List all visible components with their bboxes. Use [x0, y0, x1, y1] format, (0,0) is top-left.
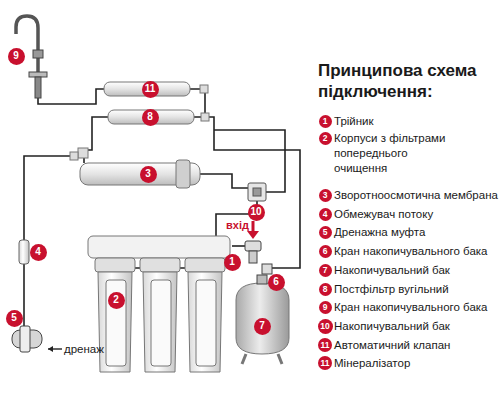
callout-text: 10	[250, 207, 261, 217]
callout-text: 3	[323, 191, 328, 200]
callout-text: 4	[35, 247, 41, 257]
callout-text: 10	[320, 322, 329, 331]
callout-number: 10	[318, 319, 333, 334]
part-name: Автоматичний клапан	[334, 338, 450, 353]
callout-number: 2	[108, 292, 125, 309]
callout-text: 2	[323, 134, 328, 143]
part-name: Зворотноосмотична мембрана	[334, 188, 498, 203]
callout-number: 1	[224, 254, 241, 271]
callout-number: 9	[319, 301, 332, 314]
callout-number: 5	[6, 310, 23, 327]
callout-text: 7	[259, 321, 265, 331]
part-name: Постфільтр вугільний	[334, 282, 449, 297]
callout-number: 6	[319, 245, 332, 258]
callout-text: 1	[323, 117, 328, 126]
callout-number: 10	[248, 204, 265, 221]
part-name: Дренажна муфта	[334, 225, 425, 240]
callout-number: 11	[318, 356, 332, 370]
callout-number: 1	[319, 115, 332, 128]
part-name: Мінералізатор	[334, 356, 410, 371]
callout-number: 2	[319, 132, 332, 145]
callout-text: 5	[11, 313, 17, 323]
callout-number: 11	[142, 81, 159, 98]
storage-tank	[236, 264, 289, 364]
auto-valve	[248, 183, 266, 201]
callout-number: 3	[140, 166, 157, 183]
callout-number: 9	[8, 48, 25, 65]
callout-number: 8	[142, 109, 159, 126]
flow-label: дренаж	[64, 342, 104, 357]
callout-text: 6	[323, 247, 328, 256]
callout-number: 8	[319, 283, 332, 296]
callout-number: 6	[268, 274, 285, 291]
callout-text: 2	[113, 295, 119, 305]
membrane-housing	[70, 148, 200, 188]
part-name: Трійник	[334, 114, 374, 129]
callout-text: 8	[147, 112, 153, 122]
callout-text: 8	[323, 285, 328, 294]
callout-number: 4	[319, 208, 332, 221]
flow-restrictor	[19, 240, 29, 264]
callout-number: 7	[319, 264, 332, 277]
callout-text: 11	[321, 359, 330, 368]
part-name: Обмежувач потоку	[334, 207, 433, 222]
callout-text: 7	[323, 266, 328, 275]
drain-clamp	[12, 326, 62, 352]
callout-number: 11	[318, 338, 332, 352]
part-name: Кран накопичувального бака	[334, 300, 488, 315]
tee	[245, 241, 261, 263]
callout-text: 11	[321, 341, 330, 350]
callout-text: 4	[323, 210, 328, 219]
callout-text: 11	[145, 84, 156, 94]
callout-text: 3	[145, 169, 151, 179]
part-name: Корпуси з фільтрами попереднього очищенн…	[334, 131, 459, 176]
filter-bank	[88, 236, 230, 372]
callout-number: 5	[319, 226, 332, 239]
part-name: Кран накопичувального бака	[334, 244, 488, 259]
callout-text: 1	[229, 257, 235, 267]
part-name: Накопичувальний бак	[334, 263, 450, 278]
callout-number: 3	[319, 189, 332, 202]
callout-text: 6	[273, 277, 279, 287]
flow-label: вхід	[226, 218, 249, 233]
part-name: Накопичувальний бак	[334, 319, 450, 334]
heading: Принципова схема підключення:	[318, 60, 496, 102]
callout-text: 9	[323, 303, 328, 312]
callout-text: 5	[323, 228, 328, 237]
callout-number: 7	[254, 318, 271, 335]
callout-number: 4	[30, 244, 47, 261]
callout-text: 9	[13, 51, 19, 61]
